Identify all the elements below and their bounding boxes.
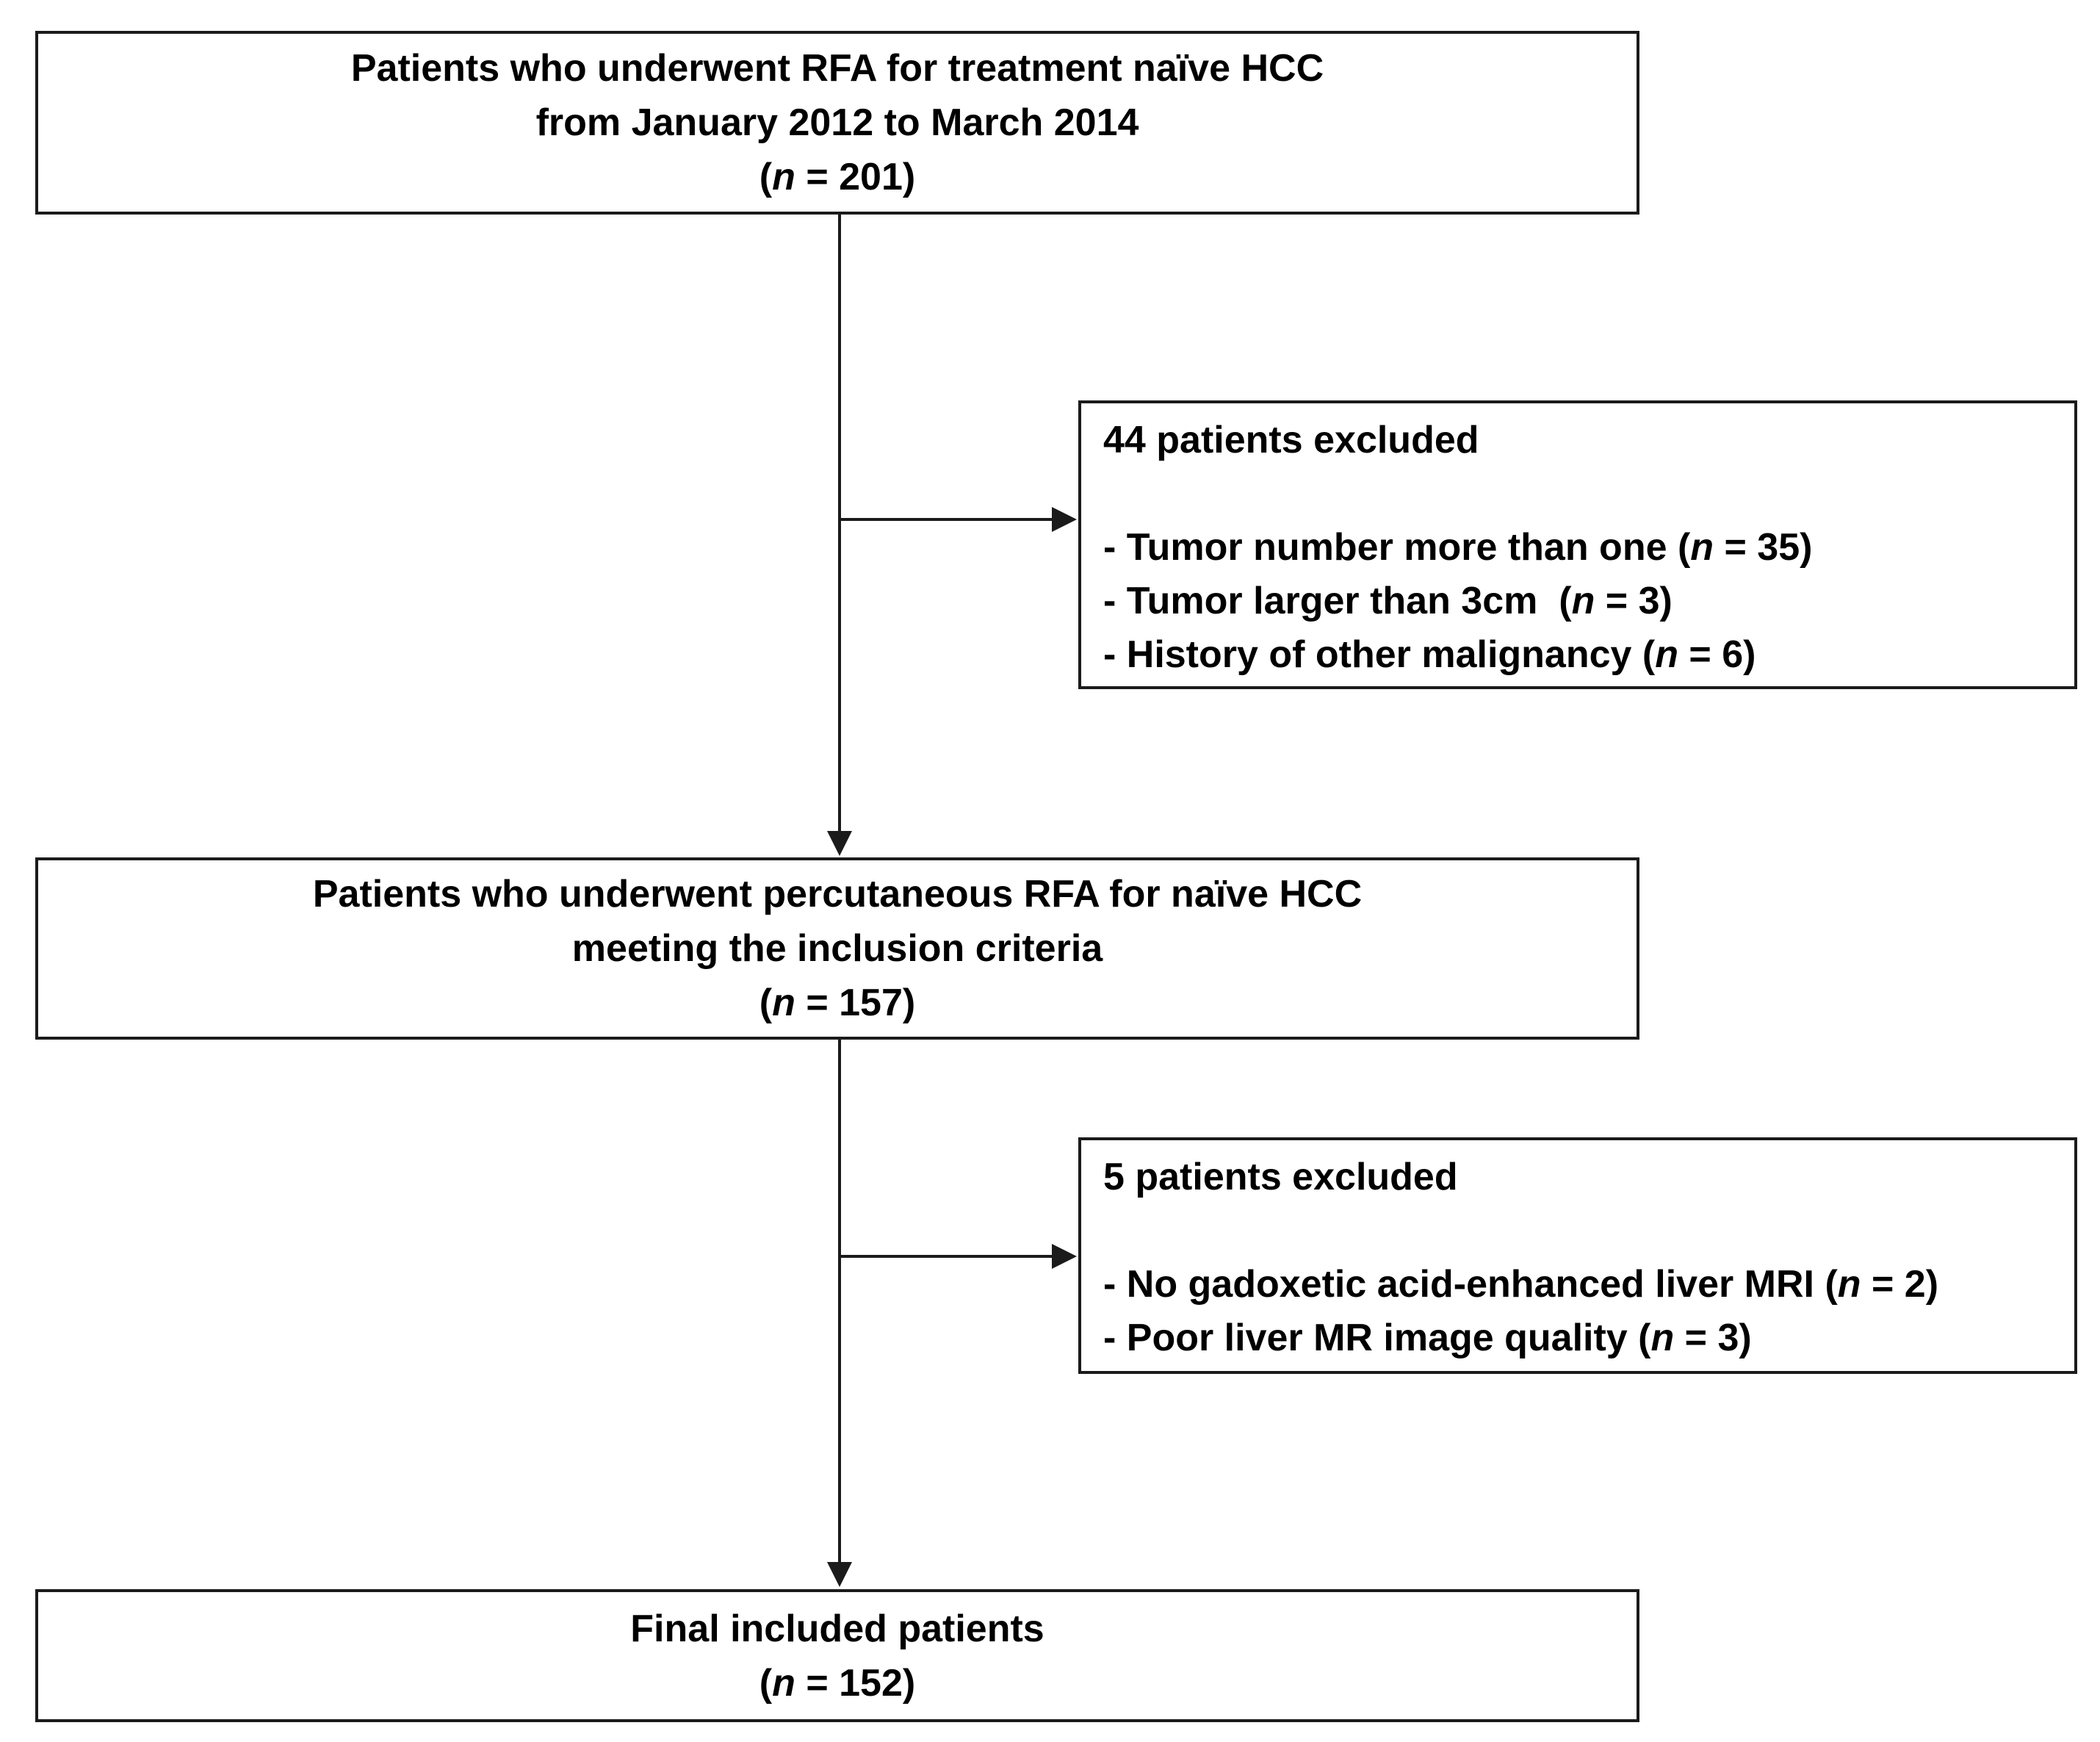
text-line: - No gadoxetic acid-enhanced liver MRI (… [1103, 1263, 1939, 1306]
arrow-eligible-to-final-head-icon [827, 1562, 852, 1587]
text-line [1103, 467, 1114, 521]
flow-box-enrolled-patients: Patients who underwent RFA for treatment… [35, 31, 1639, 215]
text-line [1103, 1204, 1114, 1258]
text-line: 5 patients excluded [1103, 1156, 1458, 1198]
arrow-branch-excluded-second-line [838, 1255, 1053, 1258]
arrow-enrolled-to-eligible-head-icon [827, 831, 852, 856]
arrow-branch-excluded-second-head-icon [1052, 1244, 1077, 1269]
text-line: Final included patients [630, 1607, 1044, 1650]
flow-box-final-included: Final included patients (n = 152) [35, 1589, 1639, 1722]
text-line: (n = 201) [759, 156, 916, 198]
text-line: (n = 157) [759, 982, 916, 1024]
text-line: from January 2012 to March 2014 [535, 101, 1139, 144]
arrow-branch-excluded-first-line [838, 518, 1053, 521]
arrow-branch-excluded-first-head-icon [1052, 507, 1077, 532]
text-line: - History of other malignancy (n = 6) [1103, 633, 1756, 676]
text-line: - Tumor number more than one (n = 35) [1103, 526, 1813, 569]
flow-box-excluded-second: 5 patients excluded - No gadoxetic acid-… [1078, 1137, 2077, 1374]
text-line: Patients who underwent RFA for treatment… [350, 47, 1324, 90]
arrow-eligible-to-final-line [838, 1040, 841, 1563]
text-line: 44 patients excluded [1103, 419, 1479, 461]
flow-box-inclusion-criteria: Patients who underwent percutaneous RFA … [35, 857, 1639, 1040]
text-line: (n = 152) [759, 1661, 916, 1705]
flow-box-excluded-first: 44 patients excluded - Tumor number more… [1078, 400, 2077, 689]
text-line: Patients who underwent percutaneous RFA … [312, 873, 1363, 915]
arrow-enrolled-to-eligible-line [838, 215, 841, 832]
text-line: - Poor liver MR image quality (n = 3) [1103, 1317, 1752, 1359]
text-line: - Tumor larger than 3cm (n = 3) [1103, 580, 1673, 622]
text-line: meeting the inclusion criteria [571, 927, 1103, 970]
